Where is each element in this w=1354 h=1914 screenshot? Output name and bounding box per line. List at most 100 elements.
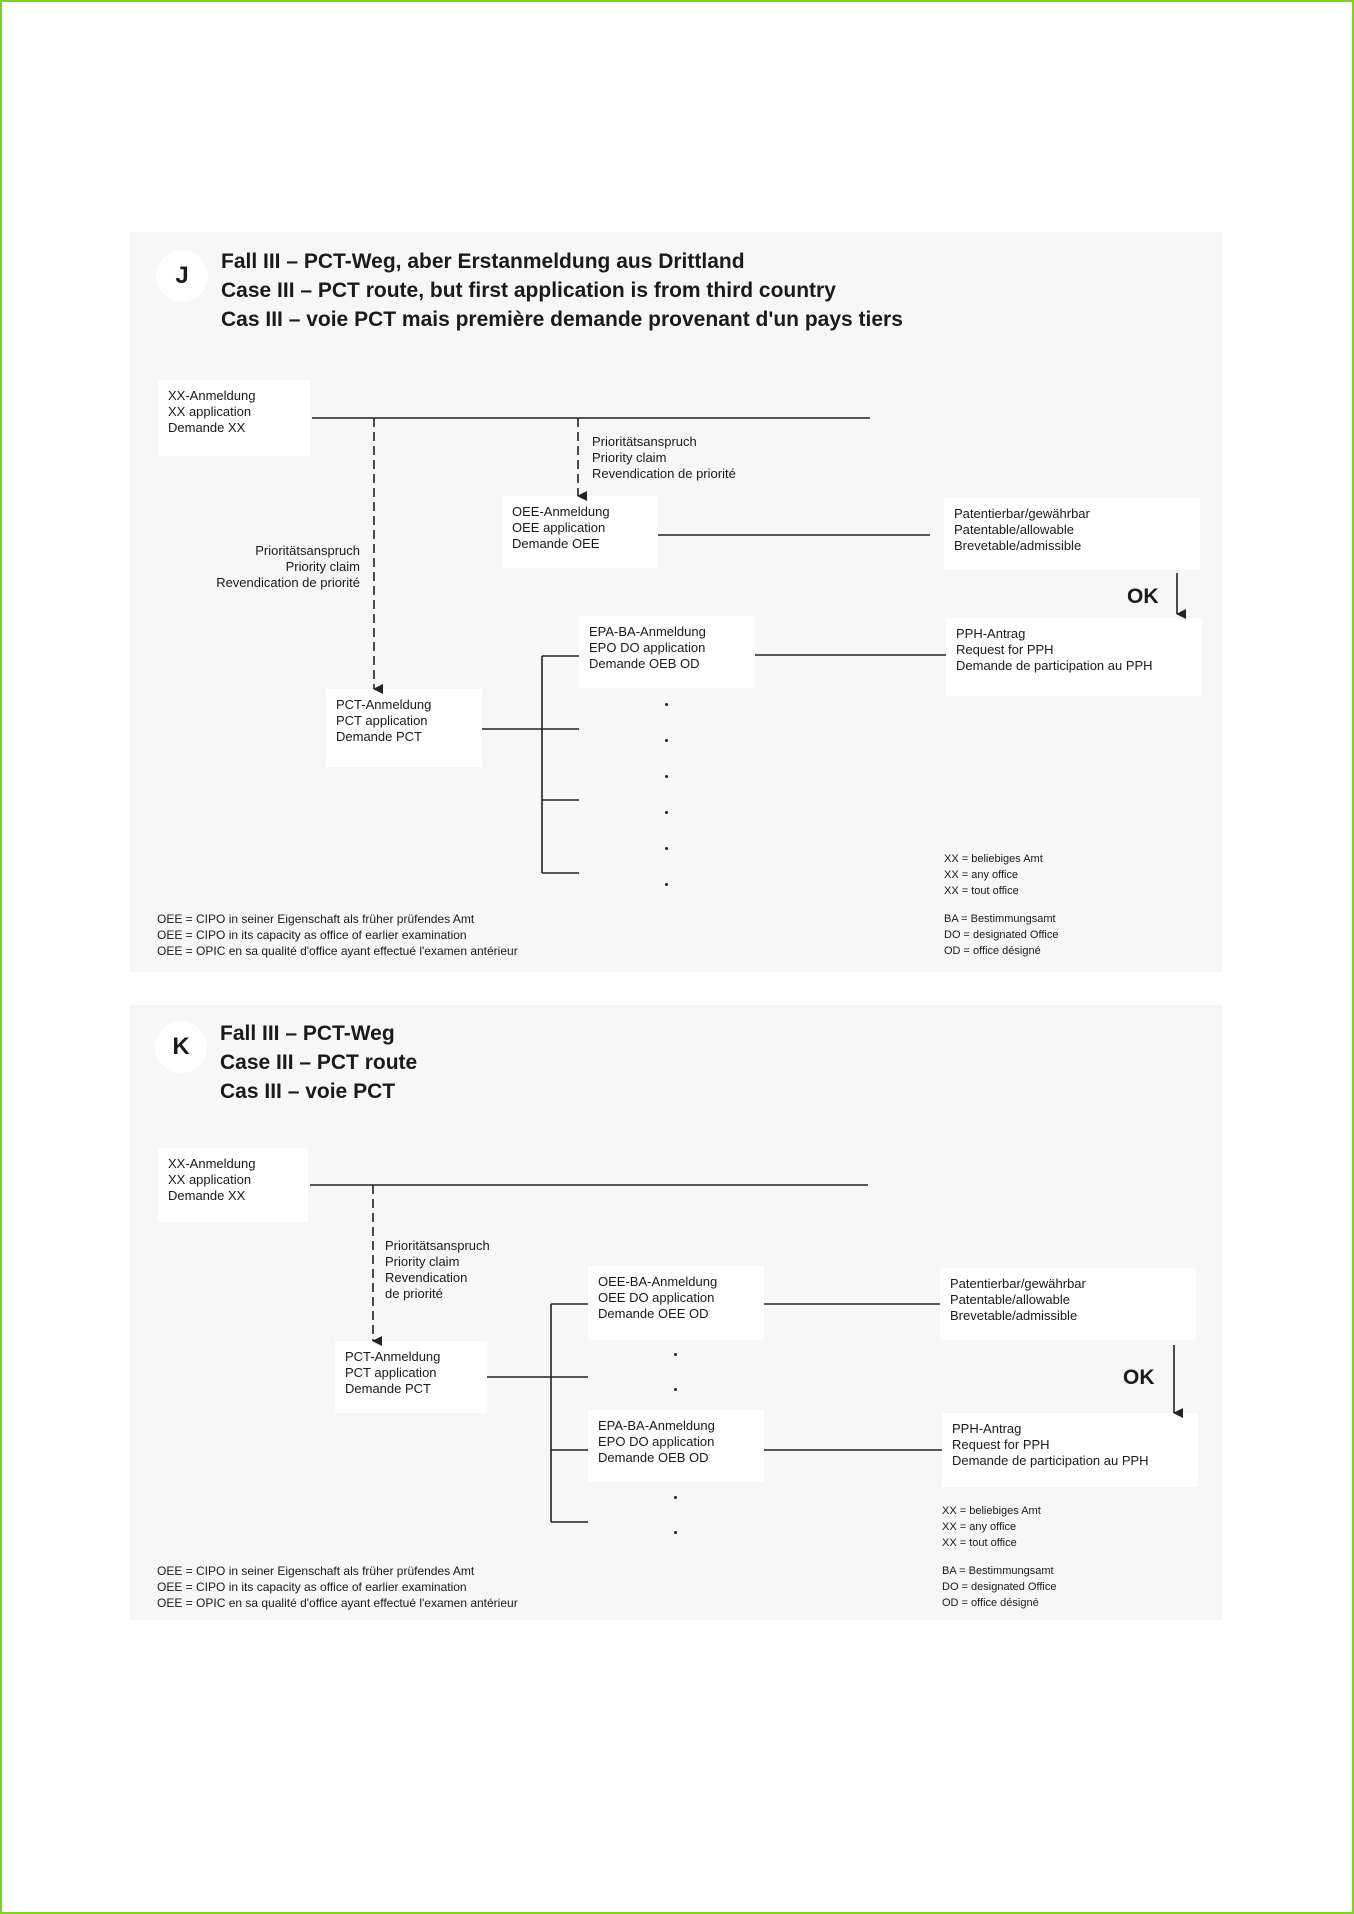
- priority-claim-label-pct: Prioritätsanspruch Priority claim Revend…: [160, 543, 360, 591]
- title-line-en: Case III – PCT route, but first applicat…: [221, 279, 836, 302]
- box-line: OEE-Anmeldung: [512, 504, 610, 519]
- continuation-dot: [665, 739, 668, 742]
- panel-j-title: Fall III – PCT-Weg, aber Erstanmeldung a…: [221, 247, 903, 334]
- box-line: Demande PCT: [345, 1381, 431, 1396]
- box-line: PPH-Antrag: [956, 626, 1026, 641]
- legend-xx: XX = beliebiges Amt XX = any office XX =…: [942, 1503, 1041, 1551]
- panel-j-badge: J: [156, 250, 208, 302]
- legend-ba: BA = Bestimmungsamt DO = designated Offi…: [942, 1563, 1056, 1611]
- box-line: XX application: [168, 404, 252, 419]
- pct-application-box: PCT-Anmeldung PCT application Demande PC…: [326, 689, 482, 767]
- legend-xx: XX = beliebiges Amt XX = any office XX =…: [944, 851, 1043, 899]
- panel-k-badge: K: [155, 1021, 207, 1073]
- epo-do-application-box: EPA-BA-Anmeldung EPO DO application Dema…: [579, 616, 755, 688]
- pph-request-box: PPH-Antrag Request for PPH Demande de pa…: [942, 1413, 1198, 1487]
- legend-oee: OEE = CIPO in seiner Eigenschaft als frü…: [157, 911, 518, 959]
- continuation-dot: [674, 1388, 677, 1391]
- legend-line: XX = beliebiges Amt: [944, 853, 1043, 865]
- box-line: Patentierbar/gewährbar: [950, 1276, 1086, 1291]
- label-line: Priority claim: [592, 450, 667, 465]
- legend-line: XX = beliebiges Amt: [942, 1505, 1041, 1517]
- title-line-de: Fall III – PCT-Weg: [220, 1022, 395, 1045]
- box-line: PCT application: [345, 1365, 437, 1380]
- box-line: OEE-BA-Anmeldung: [598, 1274, 718, 1289]
- label-line: Priority claim: [385, 1254, 460, 1269]
- legend-line: DO = designated Office: [942, 1581, 1057, 1593]
- box-line: PPH-Antrag: [952, 1421, 1022, 1436]
- label-line: Prioritätsanspruch: [592, 434, 697, 449]
- box-line: Brevetable/admissible: [954, 538, 1082, 553]
- xx-application-box: XX-Anmeldung XX application Demande XX: [158, 380, 310, 456]
- box-line: Brevetable/admissible: [950, 1308, 1078, 1323]
- box-line: EPO DO application: [589, 640, 706, 655]
- continuation-dot: [665, 703, 668, 706]
- title-line-de: Fall III – PCT-Weg, aber Erstanmeldung a…: [221, 250, 745, 273]
- box-line: Patentable/allowable: [950, 1292, 1070, 1307]
- label-line: Revendication de priorité: [216, 575, 360, 590]
- box-line: Request for PPH: [952, 1437, 1050, 1452]
- box-line: PCT application: [336, 713, 428, 728]
- legend-line: XX = any office: [942, 1521, 1017, 1533]
- box-line: Demande de participation au PPH: [952, 1453, 1149, 1468]
- xx-application-box: XX-Anmeldung XX application Demande XX: [158, 1148, 308, 1222]
- continuation-dot: [674, 1531, 677, 1534]
- legend-line: OD = office désigné: [942, 1597, 1039, 1609]
- legend-line: BA = Bestimmungsamt: [944, 913, 1056, 925]
- legend-line: XX = any office: [944, 869, 1019, 881]
- oee-do-application-box: OEE-BA-Anmeldung OEE DO application Dema…: [588, 1266, 764, 1340]
- box-line: Patentable/allowable: [954, 522, 1074, 537]
- box-line: OEE DO application: [598, 1290, 715, 1305]
- box-line: Request for PPH: [956, 642, 1054, 657]
- label-line: Priority claim: [285, 559, 360, 574]
- box-line: PCT-Anmeldung: [345, 1349, 441, 1364]
- legend-line: BA = Bestimmungsamt: [942, 1565, 1054, 1577]
- continuation-dot: [665, 811, 668, 814]
- box-line: PCT-Anmeldung: [336, 697, 432, 712]
- title-line-fr: Cas III – voie PCT: [220, 1080, 396, 1103]
- ok-label: OK: [1127, 585, 1159, 608]
- box-line: XX-Anmeldung: [168, 388, 256, 403]
- epo-do-application-box: EPA-BA-Anmeldung EPO DO application Dema…: [588, 1410, 764, 1482]
- legend-line: XX = tout office: [944, 885, 1019, 897]
- box-line: Demande OEE OD: [598, 1306, 709, 1321]
- box-line: Demande de participation au PPH: [956, 658, 1153, 673]
- continuation-dot: [665, 775, 668, 778]
- continuation-dot: [674, 1496, 677, 1499]
- box-line: OEE application: [512, 520, 606, 535]
- patentable-box: Patentierbar/gewährbar Patentable/allowa…: [940, 1268, 1196, 1340]
- legend-oee: OEE = CIPO in seiner Eigenschaft als frü…: [157, 1563, 518, 1611]
- box-line: Patentierbar/gewährbar: [954, 506, 1090, 521]
- box-line: Demande XX: [168, 420, 246, 435]
- priority-claim-label-oee: Prioritätsanspruch Priority claim Revend…: [592, 434, 736, 482]
- box-line: EPA-BA-Anmeldung: [589, 624, 706, 639]
- box-line: EPO DO application: [598, 1434, 715, 1449]
- legend-line: OEE = OPIC en sa qualité d'office ayant …: [157, 944, 518, 958]
- box-line: XX application: [168, 1172, 252, 1187]
- pph-request-box: PPH-Antrag Request for PPH Demande de pa…: [946, 618, 1202, 696]
- box-line: XX-Anmeldung: [168, 1156, 256, 1171]
- label-line: de priorité: [385, 1286, 443, 1301]
- legend-line: OEE = OPIC en sa qualité d'office ayant …: [157, 1596, 518, 1610]
- label-line: Prioritätsanspruch: [385, 1238, 490, 1253]
- legend-line: OEE = CIPO in seiner Eigenschaft als frü…: [157, 912, 475, 926]
- panel-k-title: Fall III – PCT-Weg Case III – PCT route …: [220, 1019, 417, 1106]
- legend-line: XX = tout office: [942, 1537, 1017, 1549]
- title-line-en: Case III – PCT route: [220, 1051, 418, 1074]
- priority-claim-label: Prioritätsanspruch Priority claim Revend…: [385, 1238, 490, 1302]
- pct-application-box: PCT-Anmeldung PCT application Demande PC…: [335, 1341, 487, 1413]
- legend-ba: BA = Bestimmungsamt DO = designated Offi…: [944, 911, 1058, 959]
- box-line: Demande OEB OD: [589, 656, 700, 671]
- continuation-dot: [665, 883, 668, 886]
- ok-label: OK: [1123, 1366, 1155, 1389]
- legend-line: OD = office désigné: [944, 945, 1041, 957]
- title-line-fr: Cas III – voie PCT mais première demande…: [221, 308, 903, 331]
- legend-line: OEE = CIPO in its capacity as office of …: [157, 928, 467, 942]
- box-line: Demande OEB OD: [598, 1450, 709, 1465]
- box-line: Demande XX: [168, 1188, 246, 1203]
- label-line: Revendication: [385, 1270, 468, 1285]
- patentable-box: Patentierbar/gewährbar Patentable/allowa…: [944, 498, 1200, 570]
- legend-line: DO = designated Office: [944, 929, 1059, 941]
- continuation-dot: [665, 847, 668, 850]
- label-line: Revendication de priorité: [592, 466, 736, 481]
